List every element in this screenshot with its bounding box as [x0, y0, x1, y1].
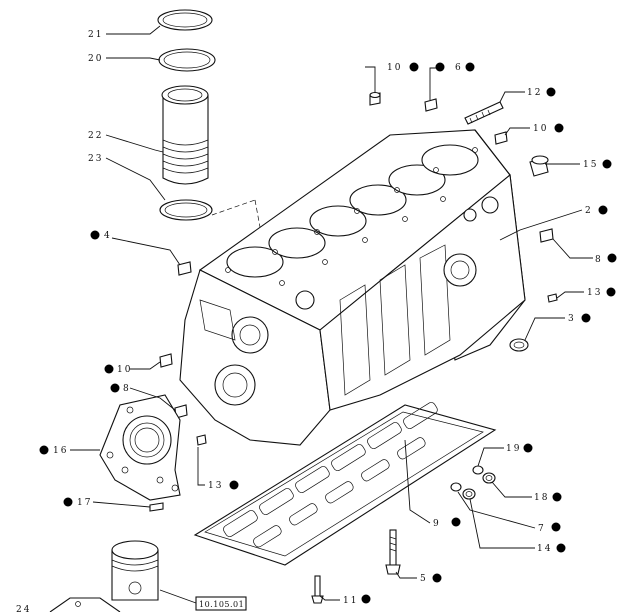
callout-10-left: 10 [117, 365, 132, 375]
rear-crank-bore [214, 364, 256, 406]
callout-13-right: 13 [587, 288, 602, 298]
callout-dot [556, 543, 566, 553]
bracket-24 [49, 597, 121, 612]
reference-box-label: 10.105.01 [199, 600, 244, 609]
piston [111, 540, 159, 601]
callout-17: 17 [77, 498, 92, 508]
callout-dot [551, 522, 561, 532]
callout-5: 5 [420, 574, 428, 584]
washer-7 [450, 482, 462, 492]
callout-dot [229, 480, 239, 490]
dowel-8-right [539, 228, 554, 243]
callout-7: 7 [538, 524, 546, 534]
bore-6 [421, 144, 479, 176]
callout-14: 14 [537, 544, 552, 554]
callout-dot [39, 445, 49, 455]
bore-5 [388, 164, 446, 196]
callout-dot [361, 594, 371, 604]
callout-dot [552, 492, 562, 502]
oil-pan-gasket-9 [193, 402, 497, 566]
callout-dot [598, 205, 608, 215]
callout-13-left: 13 [208, 481, 223, 491]
callout-11: 11 [343, 596, 358, 606]
callout-15: 15 [583, 160, 598, 170]
camshaft-bore [443, 253, 477, 287]
plug-14 [462, 488, 476, 500]
rear-seal-housing-16 [99, 394, 181, 501]
callout-labels: 21 20 22 23 10 6 12 10 15 4 2 8 13 3 10 … [16, 30, 617, 612]
callout-18: 18 [534, 493, 549, 503]
callout-dot [451, 517, 461, 527]
callout-24: 24 [16, 605, 31, 612]
pin-13-right [547, 293, 558, 303]
callout-2: 2 [585, 206, 593, 216]
callout-3: 3 [568, 314, 576, 324]
callout-dot [581, 313, 591, 323]
callout-dot [90, 230, 100, 240]
callout-dot [606, 287, 616, 297]
callout-dot [435, 62, 445, 72]
bolt-11 [311, 575, 324, 604]
loose-parts [159, 91, 558, 446]
callout-dot [546, 87, 556, 97]
callout-dot [432, 573, 442, 583]
dowel-10-right [494, 131, 508, 145]
leader-lines [70, 25, 593, 601]
callout-dot [104, 364, 114, 374]
callout-20: 20 [88, 54, 103, 64]
seal-ring-23 [159, 199, 213, 221]
callout-8-left: 8 [123, 384, 131, 394]
stud-12 [464, 101, 504, 125]
liner-assembly [157, 9, 263, 239]
callout-dot [607, 253, 617, 263]
pin-13-left [196, 434, 207, 446]
callout-4: 4 [104, 231, 112, 241]
dowel-6 [424, 98, 438, 112]
bolt-17 [149, 502, 164, 512]
callout-19: 19 [506, 444, 521, 454]
callout-dot [465, 62, 475, 72]
seal-ring-21 [157, 9, 213, 31]
bore-3 [309, 205, 367, 237]
callout-dot [602, 159, 612, 169]
bore-4 [349, 184, 407, 216]
callout-dot [523, 443, 533, 453]
callout-22: 22 [88, 131, 103, 141]
callout-dot [554, 123, 564, 133]
reference-box [195, 596, 247, 611]
washer-19 [472, 465, 484, 475]
callout-8-right: 8 [595, 255, 603, 265]
callout-dot [110, 383, 120, 393]
bore-2 [268, 227, 326, 259]
bore-1 [226, 246, 284, 278]
callout-9: 9 [433, 519, 441, 529]
dowel-4 [177, 261, 192, 276]
front-bore [231, 316, 269, 354]
dowel-10-left [159, 353, 173, 368]
callout-23: 23 [88, 154, 103, 164]
callout-16: 16 [53, 446, 68, 456]
callout-10-right: 10 [533, 124, 548, 134]
bolt-5 [385, 529, 401, 575]
callout-dot [63, 497, 73, 507]
callout-dot [409, 62, 419, 72]
plug-18 [482, 472, 496, 484]
cylinder-liner-22 [161, 85, 209, 185]
callout-12: 12 [527, 88, 542, 98]
engine-block [179, 129, 526, 446]
callout-6: 6 [455, 63, 463, 73]
plug-3 [509, 338, 529, 352]
callout-21: 21 [88, 30, 103, 40]
callout-10-top: 10 [387, 63, 402, 73]
